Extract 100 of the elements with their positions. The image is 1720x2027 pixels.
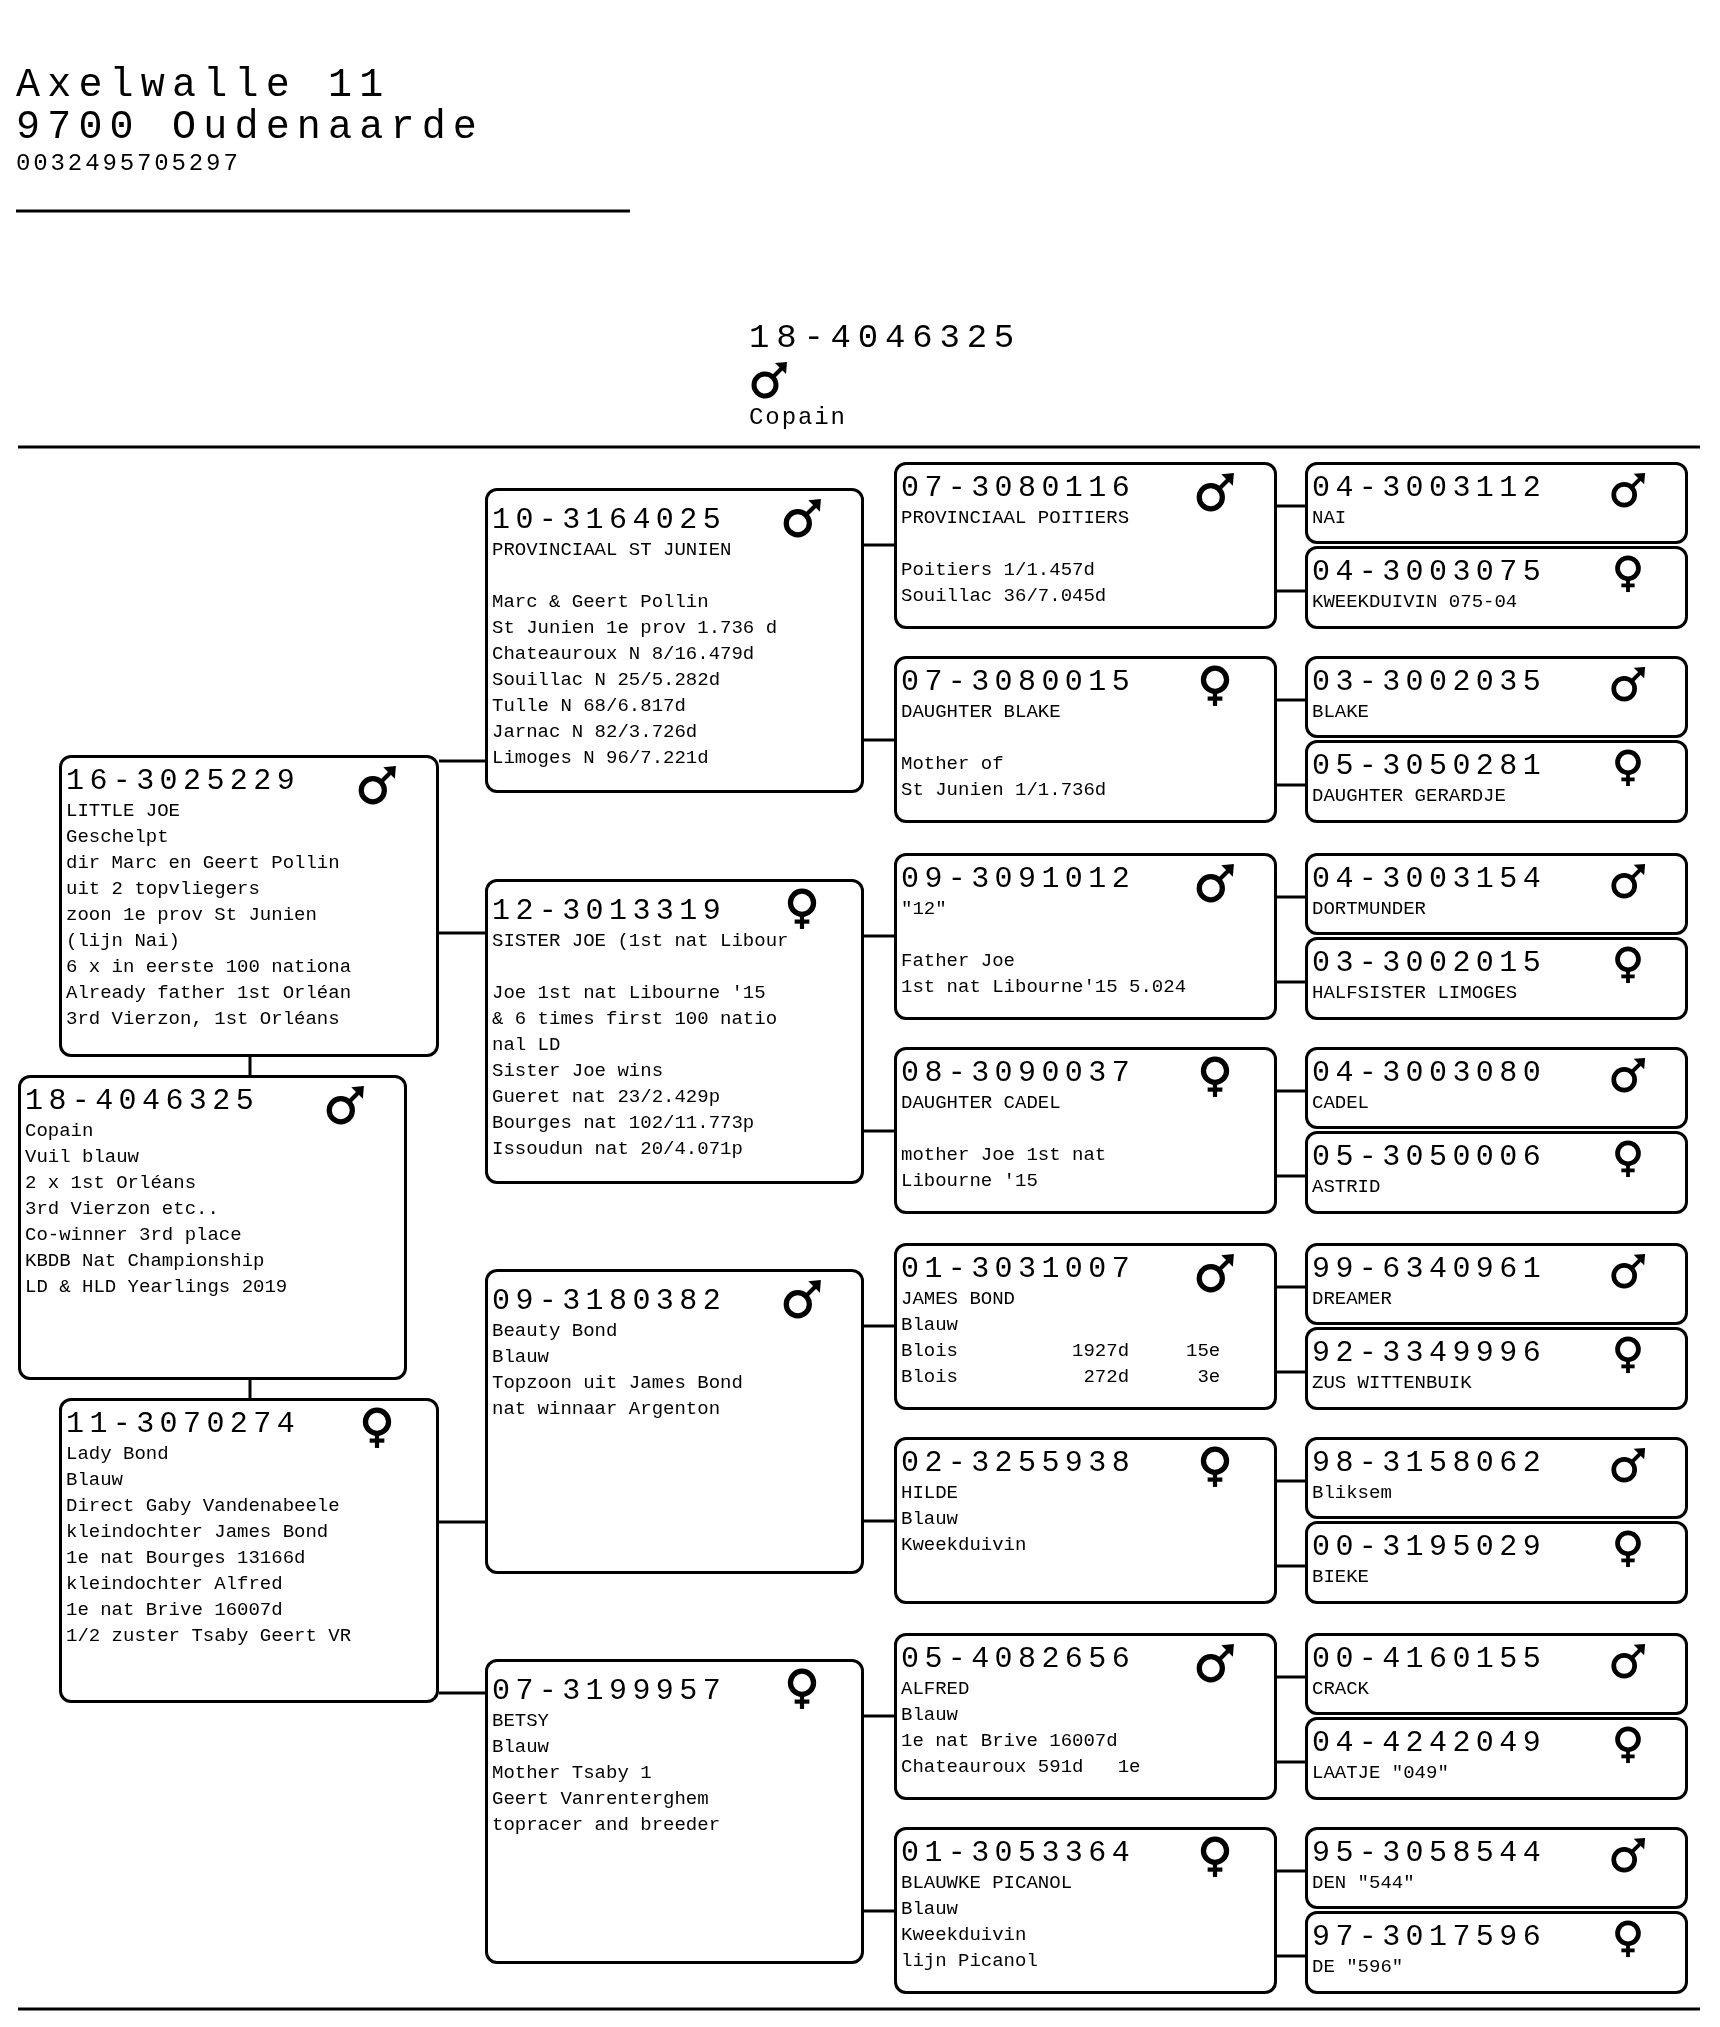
ring-number: 11-3070274 [66, 1407, 301, 1441]
note-line: topracer and breeder [492, 1813, 721, 1838]
note-line: lijn Picanol [901, 1949, 1038, 1974]
pigeon-name: "12" [901, 897, 947, 922]
pedigree-card [1305, 462, 1688, 544]
pigeon-name: BLAUWKE PICANOL [901, 1871, 1073, 1896]
note-line: Joe 1st nat Libourne '15 [492, 981, 766, 1006]
note-line: Direct Gaby Vandenabeele [66, 1494, 340, 1519]
note-line: & 6 times first 100 natio [492, 1007, 778, 1032]
address-line: 9700 Oudenaarde [16, 106, 485, 150]
pedigree-line [864, 543, 894, 547]
pedigree-card [485, 1269, 864, 1574]
pedigree-card [1305, 1827, 1688, 1909]
ring-number: 04-3003075 [1312, 555, 1547, 589]
pedigree-line [1277, 1954, 1305, 1958]
pigeon-name: JAMES BOND [901, 1287, 1016, 1312]
pedigree-line [439, 931, 485, 935]
pedigree-card [1305, 1911, 1688, 1994]
pedigree-line [1277, 1564, 1305, 1568]
note-line: Sister Joe wins [492, 1059, 664, 1084]
pedigree-line [864, 1519, 894, 1523]
pigeon-name: ZUS WITTENBUIK [1312, 1371, 1472, 1396]
note-line: Souillac N 25/5.282d [492, 668, 721, 693]
pigeon-name: Lady Bond [66, 1442, 169, 1467]
pedigree-card [59, 755, 439, 1057]
pedigree-line [1277, 980, 1305, 984]
pedigree-line [1277, 698, 1305, 702]
ring-number: 18-4046325 [749, 318, 1022, 358]
pigeon-name: BLAKE [1312, 700, 1369, 725]
pedigree-line [1277, 895, 1305, 899]
ring-number: 07-3199957 [492, 1674, 727, 1708]
pigeon-name: ASTRID [1312, 1175, 1381, 1200]
pedigree-line [864, 1324, 894, 1328]
pedigree-line [439, 759, 485, 763]
pedigree-line [1277, 783, 1305, 787]
pedigree-card [1305, 546, 1688, 629]
pedigree-card [485, 1659, 864, 1964]
pedigree-card [1305, 937, 1688, 1020]
note-line: St Junien 1e prov 1.736 d [492, 616, 778, 641]
pedigree-line [1277, 589, 1305, 593]
ring-number: 18-4046325 [25, 1084, 260, 1118]
note-line: Mother of [901, 752, 1004, 777]
pigeon-name: HILDE [901, 1481, 958, 1506]
note-line: uit 2 topvliegers [66, 877, 260, 902]
ring-number: 02-3255938 [901, 1446, 1136, 1480]
note-line: nal LD [492, 1033, 561, 1058]
ring-number: 09-3180382 [492, 1284, 727, 1318]
note-line: Gueret nat 23/2.429p [492, 1085, 721, 1110]
ring-number: 07-3080116 [901, 471, 1136, 505]
pigeon-name: BETSY [492, 1709, 549, 1734]
pedigree-card [1305, 1437, 1688, 1519]
note-line: Jarnac N 82/3.726d [492, 720, 698, 745]
pedigree-line [1277, 1869, 1305, 1873]
pedigree-card [1305, 656, 1688, 738]
note-line: 1e nat Brive 16007d [66, 1598, 283, 1623]
note-line: Geschelpt [66, 825, 169, 850]
pedigree-card [485, 879, 864, 1184]
ring-number: 12-3013319 [492, 894, 727, 928]
pedigree-line [1277, 1760, 1305, 1764]
note-line: 1st nat Libourne'15 5.024 [901, 975, 1187, 1000]
pedigree-line [1277, 504, 1305, 508]
note-line: Co-winner 3rd place [25, 1223, 242, 1248]
pedigree-card [485, 488, 864, 793]
pedigree-card [894, 1047, 1277, 1214]
pedigree-line [1277, 1089, 1305, 1093]
pedigree-line [1277, 1370, 1305, 1374]
note-line: Bourges nat 102/11.773p [492, 1111, 755, 1136]
note-line: Blauw [901, 1313, 958, 1338]
pedigree-line [1277, 1174, 1305, 1178]
ring-number: 08-3090037 [901, 1056, 1136, 1090]
pedigree-line [864, 934, 894, 938]
note-line: 1/2 zuster Tsaby Geert VR [66, 1624, 352, 1649]
note-line: 3rd Vierzon etc.. [25, 1197, 219, 1222]
pigeon-name: DE "596" [1312, 1955, 1404, 1980]
note-line: Topzoon uit James Bond [492, 1371, 743, 1396]
pigeon-name: DORTMUNDER [1312, 897, 1427, 922]
ring-number: 01-3053364 [901, 1836, 1136, 1870]
pigeon-name: DAUGHTER GERARDJE [1312, 784, 1506, 809]
ring-number: 16-3025229 [66, 764, 301, 798]
ring-number: 03-3002015 [1312, 946, 1547, 980]
ring-number: 04-4242049 [1312, 1726, 1547, 1760]
note-line: Kweekduivin [901, 1533, 1027, 1558]
note-line: 1e nat Bourges 13166d [66, 1546, 306, 1571]
ring-number: 09-3091012 [901, 862, 1136, 896]
pedigree-card [894, 1633, 1277, 1800]
pedigree-card [894, 1243, 1277, 1410]
note-line: (lijn Nai) [66, 929, 181, 954]
pigeon-name: PROVINCIAAL ST JUNIEN [492, 538, 732, 563]
note-line: Chateauroux N 8/16.479d [492, 642, 755, 667]
note-line: Blauw [492, 1345, 549, 1370]
note-line: 2 x 1st Orléans [25, 1171, 197, 1196]
note-line: 1e nat Brive 16007d [901, 1729, 1118, 1754]
note-line: Blauw [901, 1507, 958, 1532]
pigeon-name: NAI [1312, 506, 1347, 531]
note-line: 3rd Vierzon, 1st Orléans [66, 1007, 340, 1032]
pedigree-card [1305, 1717, 1688, 1800]
pedigree-card [894, 853, 1277, 1020]
pigeon-name: SISTER JOE (1st nat Libour [492, 929, 789, 954]
pedigree-card [1305, 1131, 1688, 1214]
ring-number: 92-3349996 [1312, 1336, 1547, 1370]
